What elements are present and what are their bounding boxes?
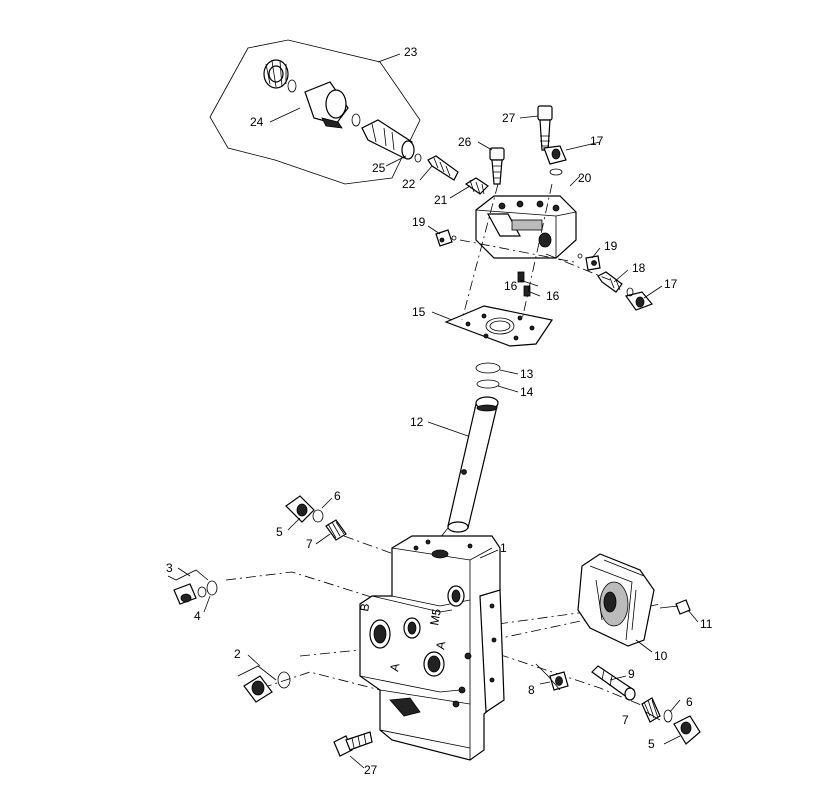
part-15-gasket[interactable] — [444, 305, 553, 347]
part-8-plug[interactable] — [535, 663, 569, 691]
part-6-oring-left[interactable] — [312, 509, 324, 523]
label-17-top: 17 — [590, 134, 604, 148]
label-27-top: 27 — [502, 111, 516, 125]
label-5-right: 5 — [648, 737, 655, 751]
label-21: 21 — [434, 193, 448, 207]
label-13: 13 — [520, 367, 534, 381]
part-17-plug-right[interactable] — [624, 287, 654, 311]
part-1-valve-body[interactable]: B A M5 A — [357, 535, 505, 761]
label-27-bottom: 27 — [364, 763, 378, 777]
label-18: 18 — [632, 261, 646, 275]
label-19-left: 19 — [412, 215, 426, 229]
label-1: 1 — [500, 541, 507, 555]
part-24-oring-2 — [351, 113, 361, 127]
label-17-right: 17 — [664, 277, 678, 291]
label-24: 24 — [250, 115, 264, 129]
part-9-spindle[interactable] — [591, 665, 636, 701]
part-13-oring[interactable] — [475, 362, 501, 374]
part-20-pilot-block[interactable] — [475, 195, 577, 259]
label-16-a: 16 — [504, 279, 518, 293]
label-6-left: 6 — [334, 489, 341, 503]
label-6-right: 6 — [686, 695, 693, 709]
label-22: 22 — [402, 177, 416, 191]
label-16-b: 16 — [546, 289, 560, 303]
part-27-screw-bottom[interactable] — [333, 731, 373, 757]
label-12: 12 — [410, 415, 424, 429]
part-12-spool[interactable] — [447, 396, 499, 533]
part-5-cap-left[interactable] — [285, 495, 315, 523]
label-20: 20 — [578, 171, 592, 185]
label-11: 11 — [700, 617, 713, 631]
part-17-plug-top[interactable] — [543, 145, 567, 176]
part-18-valve[interactable] — [597, 271, 623, 293]
part-labels: 1 2 3 4 5 5 6 6 7 7 8 9 10 11 12 13 14 1… — [166, 45, 713, 777]
part-26-screw[interactable] — [489, 147, 505, 185]
part-25-spool[interactable] — [361, 119, 415, 160]
part-24-oring — [287, 79, 297, 93]
label-19-right: 19 — [604, 239, 618, 253]
part-3-plug[interactable] — [167, 569, 209, 605]
part-4-oring[interactable] — [197, 580, 218, 598]
label-25: 25 — [372, 161, 386, 175]
port-a2-marking: A — [433, 640, 448, 650]
label-10: 10 — [654, 649, 668, 663]
port-m5-marking: M5 — [427, 607, 444, 626]
leader-lines — [177, 53, 699, 769]
part-16-dowel-a[interactable] — [517, 271, 525, 283]
part-7-spring-left[interactable] — [325, 519, 347, 541]
part-2-plug[interactable] — [237, 665, 291, 703]
part-27-screw-top[interactable] — [537, 105, 553, 151]
label-15: 15 — [412, 305, 426, 319]
port-a-marking: A — [387, 662, 402, 672]
part-11-screw[interactable] — [659, 599, 691, 615]
part-21-spring[interactable] — [464, 177, 489, 195]
part-10-end-cover[interactable] — [577, 553, 655, 647]
part-19-plug-right[interactable] — [577, 253, 601, 271]
label-4: 4 — [194, 609, 201, 623]
label-7-left: 7 — [306, 537, 313, 551]
part-25-oring — [414, 153, 422, 163]
label-5-left: 5 — [276, 525, 283, 539]
part-14-backup-ring[interactable] — [476, 379, 500, 389]
label-3: 3 — [166, 561, 173, 575]
label-26: 26 — [458, 135, 472, 149]
part-19-plug-left[interactable] — [435, 229, 457, 247]
part-24-nut[interactable] — [263, 59, 289, 89]
part-22-pin[interactable] — [427, 155, 459, 181]
label-9: 9 — [628, 667, 635, 681]
label-8: 8 — [528, 683, 535, 697]
label-7-right: 7 — [622, 713, 629, 727]
label-14: 14 — [520, 385, 534, 399]
label-2: 2 — [234, 647, 241, 661]
label-23: 23 — [404, 45, 418, 59]
part-5-cap-right[interactable] — [673, 715, 701, 745]
part-24-cartridge-body[interactable] — [304, 81, 349, 129]
port-b-marking: B — [357, 602, 372, 612]
part-6-oring-right[interactable] — [663, 709, 673, 723]
